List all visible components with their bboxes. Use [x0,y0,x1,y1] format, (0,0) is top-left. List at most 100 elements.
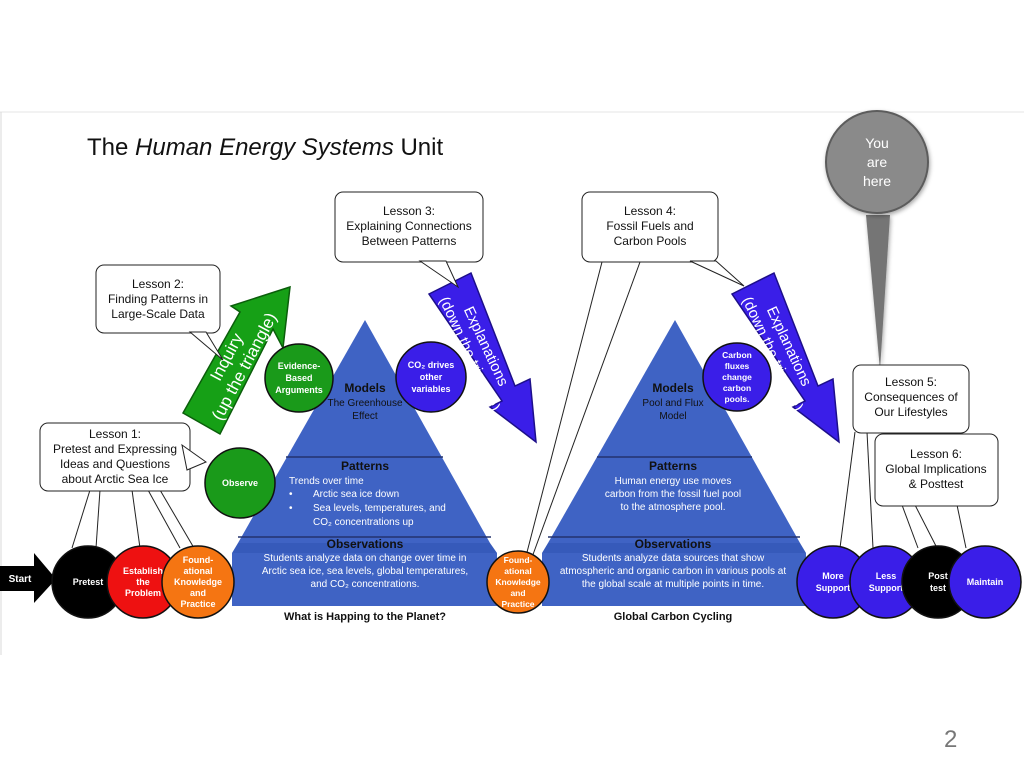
lesson-text: Carbon Pools [614,234,687,248]
circle-label: Based [285,373,312,383]
circle-label: Knowledge [495,577,541,587]
observations-text: the global scale at multiple points in t… [582,579,764,590]
models-text: Effect [352,411,378,422]
lesson-text: Lesson 1: [89,427,141,441]
circle-label: Found- [183,555,214,565]
lesson-text: Large-Scale Data [111,307,205,321]
circle-label: Arguments [275,385,323,395]
lesson-text: Lesson 2: [132,277,184,291]
bullet: • [289,489,293,500]
circle-label: and [510,588,525,598]
pyramid-caption: Global Carbon Cycling [614,611,733,623]
circle-label: fluxes [725,361,750,371]
circle-label: test [930,583,946,593]
lesson-text: Ideas and Questions [60,457,170,471]
circle-label: Support [816,583,851,593]
lesson-text: Global Implications [885,462,986,476]
circle-label: carbon [723,383,751,393]
observations-text: Arctic sea ice, sea levels, global tempe… [262,566,468,577]
you-are-here-text: You [865,135,889,151]
maintain-circle: Maintain [948,545,1022,619]
lesson-text: & Posttest [909,477,964,491]
observations-text: Students analyze data on change over tim… [264,553,467,564]
circle-label: other [420,372,443,382]
pyramid-carbon [542,320,806,606]
circle-label: Pretest [73,577,104,587]
circle-label: change [722,372,752,382]
circle-label: More [822,571,844,581]
pyramid-planet [232,320,497,606]
bullet: • [289,503,293,514]
pyramid-caption: What is Happing to the Planet? [284,611,446,623]
lesson-text: Pretest and Expressing [53,442,177,456]
circle-label: pools. [724,394,749,404]
patterns-text: Human energy use moves [615,476,732,487]
lesson-text: Our Lifestyles [874,405,947,419]
observations-title: Observations [635,537,712,551]
lesson-text: Explaining Connections [346,219,471,233]
observations-text: Students analyze data sources that show [582,553,765,564]
models-text: The Greenhouse [327,398,402,409]
circle-label: Carbon [722,350,752,360]
lesson-text: Fossil Fuels and [606,219,693,233]
you-are-here-text: are [867,154,887,170]
lesson-text: Between Patterns [362,234,457,248]
circle-label: Post [928,571,948,581]
circle-label: Evidence- [278,361,321,371]
you-are-here-text: here [863,173,891,189]
lesson-text: Consequences of [864,390,958,404]
patterns-title: Patterns [649,459,697,473]
circle-label: Knowledge [174,577,222,587]
circle-label: Practice [501,599,534,609]
circle-label: and [190,588,206,598]
you-are-here-marker: You are here [825,110,929,370]
patterns-text: Sea levels, temperatures, and [313,503,446,514]
circle-label: Support [869,583,904,593]
slide-number: 2 [944,726,958,753]
circle-label: ational [183,566,212,576]
page-title: The Human Energy Systems Unit [87,134,443,161]
callout-lesson-2: Lesson 2:Finding Patterns inLarge-Scale … [95,264,224,361]
patterns-text: Trends over time [289,476,364,487]
circle-label: CO₂ drives [408,360,455,370]
lesson-text: about Arctic Sea Ice [62,472,169,486]
circle-label: Establish [123,566,163,576]
circle-label: Practice [180,599,215,609]
observations-title: Observations [327,537,404,551]
patterns-text: to the atmosphere pool. [620,502,725,513]
lesson-text: Lesson 4: [624,204,676,218]
start-label: Start [9,574,32,585]
circle-label: Maintain [967,577,1004,587]
patterns-text: CO₂ concentrations up [313,517,414,528]
start-arrow: Start [0,553,56,603]
circle-label: Problem [125,588,161,598]
patterns-title: Patterns [341,459,389,473]
circle-label: Found- [504,555,533,565]
lesson-text: Finding Patterns in [108,292,208,306]
co2-circle: CO₂ drives other variables [395,341,467,413]
observations-text: and CO₂ concentrations. [311,579,420,590]
circle-label: ational [504,566,531,576]
lesson-text: Lesson 3: [383,204,435,218]
circle-label: variables [411,384,450,394]
observe-circle: Observe [204,447,276,519]
models-title: Models [344,381,386,395]
circle-label: Less [876,571,897,581]
callout-lesson-6: Lesson 6:Global Implications& Posttest [874,433,999,507]
patterns-text: carbon from the fossil fuel pool [605,489,741,500]
lesson-text: Lesson 6: [910,447,962,461]
circle-label: the [136,577,150,587]
circle-label: Observe [222,478,258,488]
models-text: Pool and Flux [642,398,703,409]
models-text: Model [659,411,686,422]
observations-text: atmospheric and organic carbon in variou… [560,566,786,577]
